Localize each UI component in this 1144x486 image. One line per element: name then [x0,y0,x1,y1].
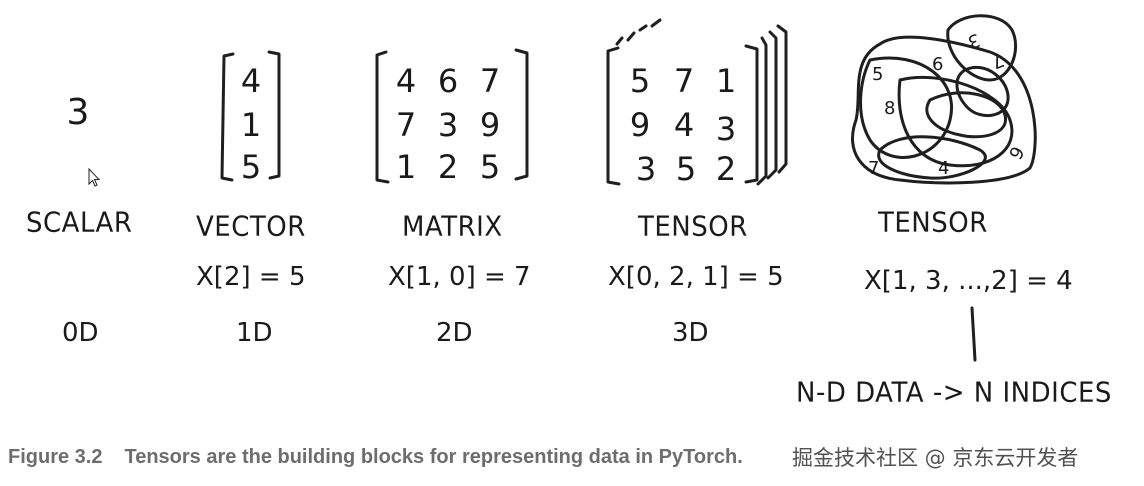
tensor3d-cell: 1 [715,62,737,100]
scalar-dim: 0D [62,318,99,348]
vector-left-bracket [220,52,235,182]
tensor3d-right-bracket [744,44,759,184]
blob-number: 8 [884,98,896,119]
blob-top-lobe [946,14,1018,82]
tensor3d-cell: 4 [673,106,695,144]
figure-caption-text: Tensors are the building blocks for repr… [124,446,743,468]
matrix-cell: 6 [437,62,459,100]
figure-number: Figure 3.2 [8,446,103,468]
cursor-arrow-icon [88,168,100,187]
scalar-label: SCALAR [26,207,133,239]
tensor3d-cell: 9 [629,106,651,144]
vector-label: VECTOR [196,211,306,243]
tensor3d-cell: 3 [635,150,657,188]
matrix-left-bracket [375,50,390,184]
tensor3d-layer-4 [776,24,788,174]
tensor3d-layer-2 [615,31,768,186]
vector-value-2: 5 [240,148,262,186]
matrix-cell: 7 [479,62,501,100]
matrix-cell: 5 [479,148,501,186]
matrix-cell: 4 [395,62,417,100]
tensor3d-left-bracket [606,46,621,186]
matrix-label: MATRIX [402,211,503,243]
blob-outer [851,35,1037,185]
tensor3d-cell: 7 [673,62,695,100]
matrix-cell: 7 [395,106,417,144]
vector-index: X[2] = 5 [196,262,306,292]
watermark: 掘金技术社区 @ 京东云开发者 [792,446,1079,470]
blob-inner-4 [877,135,987,180]
vector-dim: 1D [236,318,273,348]
vector-value-1: 1 [240,106,262,144]
tensor3d-cell: 5 [675,150,697,188]
matrix-cell: 3 [437,106,459,144]
blob-inner-3 [925,91,1007,139]
matrix-right-bracket [514,48,529,181]
blob-number: 7 [868,158,880,179]
matrix-dim: 2D [436,318,473,348]
matrix-index: X[1, 0] = 7 [388,262,531,292]
blob-number: 5 [872,64,884,85]
blob-inner-5 [955,65,1010,117]
matrix-cell: 2 [437,148,459,186]
tensor3d-cell: 2 [715,150,737,188]
note-pointer-line [970,306,977,362]
tensor3d-cell: 3 [715,110,737,148]
matrix-cell: 1 [395,148,417,186]
tensor3d-index: X[0, 2, 1] = 5 [608,262,784,292]
figure-caption: Figure 3.2 Tensors are the building block… [8,446,743,469]
scalar-value: 3 [66,92,90,133]
blob-inner-2 [897,75,1014,168]
blob-number: 4 [938,158,950,179]
vector-right-bracket [267,50,281,180]
tensor3d-cell: 5 [629,62,651,100]
tensorNd-label: TENSOR [878,207,988,239]
tensor3d-label: TENSOR [638,211,748,243]
tensorNd-index: X[1, 3, ...,2] = 4 [864,266,1073,296]
tensor3d-dim: 3D [672,318,709,348]
matrix-cell: 9 [479,106,501,144]
vector-value-0: 4 [240,62,262,100]
blob-number: 6 [932,54,944,75]
tensorNd-note: N-D DATA -> N INDICES [796,377,1112,409]
tensor3d-layer-3 [638,18,778,180]
